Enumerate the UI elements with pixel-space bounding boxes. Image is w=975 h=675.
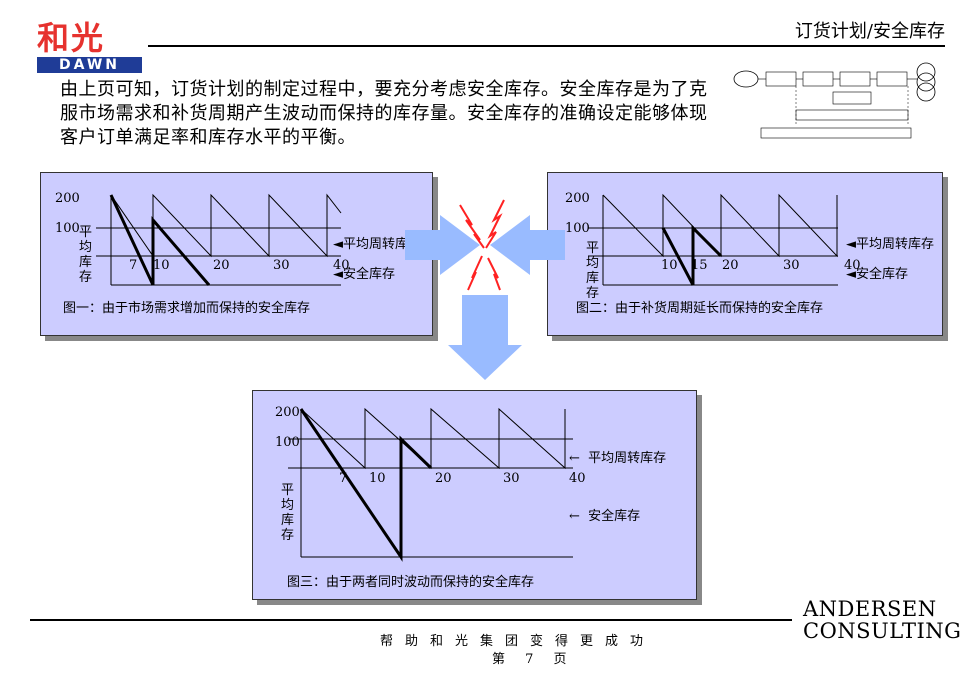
chart-leadtime-extension: [588, 193, 838, 286]
x-tick: 20: [213, 258, 230, 273]
y-tick: 200: [275, 405, 300, 420]
x-tick: 40: [333, 258, 350, 273]
brand-line-1: ANDERSEN: [803, 597, 937, 621]
avg-stock-label: ◄平均周转库存: [333, 237, 422, 252]
x-tick: 10: [153, 258, 170, 273]
x-tick: 7: [129, 258, 138, 273]
x-tick: 30: [503, 471, 520, 486]
chart-panel-combined: 200 100 7 10 20 30 40 平均库存 ← 平均周转库存 ← 安全…: [252, 390, 697, 600]
y-tick: 100: [565, 221, 590, 236]
y-tick: 100: [55, 221, 80, 236]
chart-demand-increase: [96, 193, 342, 286]
x-tick: 30: [273, 258, 290, 273]
avg-stock-label: ◄平均周转库存: [846, 237, 935, 252]
chart-panel-leadtime: 200 100 10 15 20 30 40 平均库存 ◄平均周转库存 ◄安全库…: [547, 172, 943, 336]
logo-english: DAWN: [37, 57, 142, 73]
avg-stock-label: ← 平均周转库存: [569, 451, 667, 466]
company-logo: 和光 DAWN: [37, 20, 147, 76]
footer-divider: [30, 619, 792, 621]
chart-combined-fluctuation: [288, 407, 573, 562]
logo-chinese: 和光: [37, 19, 106, 57]
converging-arrows: [405, 199, 565, 380]
x-tick: 40: [844, 258, 861, 273]
footer-slogan: 帮助和光集团变得更成功: [380, 634, 656, 649]
x-tick: 30: [783, 258, 800, 273]
page-number: 第 7 页: [492, 652, 575, 667]
y-tick: 200: [565, 191, 590, 206]
y-tick: 100: [275, 435, 300, 450]
safety-stock-label: ◄安全库存: [333, 267, 396, 282]
y-axis-label: 平均库存: [586, 241, 600, 301]
x-tick: 20: [435, 471, 452, 486]
x-tick: 40: [569, 471, 586, 486]
x-tick: 10: [661, 258, 678, 273]
x-tick: 15: [691, 258, 708, 273]
intro-paragraph: 由上页可知，订货计划的制定过程中，要充分考虑安全库存。安全库存是为了克服市场需求…: [60, 79, 708, 148]
y-axis-label: 平均库存: [281, 483, 295, 543]
x-tick: 7: [339, 471, 348, 486]
y-axis-label: 平均库存: [79, 225, 93, 285]
page-title: 订货计划/安全库存: [794, 21, 945, 42]
x-tick: 10: [369, 471, 386, 486]
chart-caption: 图三：由于两者同时波动而保持的安全库存: [287, 575, 535, 590]
mini-flow-diagram: [733, 62, 936, 139]
safety-stock-label: ◄安全库存: [846, 267, 909, 282]
brand-line-2: CONSULTING: [803, 619, 962, 643]
chart-caption: 图二：由于补货周期延长而保持的安全库存: [576, 301, 824, 316]
andersen-consulting-logo: ANDERSEN CONSULTING: [803, 597, 962, 643]
y-tick: 200: [55, 191, 80, 206]
header-divider: [148, 45, 945, 47]
chart-panel-demand: 200 100 7 10 20 30 40 平均库存 ◄平均周转库存 ◄安全库存…: [40, 172, 433, 336]
chart-caption: 图一：由于市场需求增加而保持的安全库存: [63, 301, 311, 316]
x-tick: 20: [722, 258, 739, 273]
safety-stock-label: ← 安全库存: [569, 509, 641, 524]
